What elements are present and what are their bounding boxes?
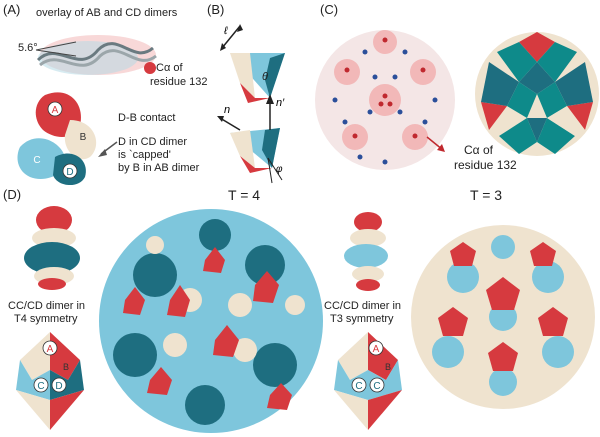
t3-chain-b: B bbox=[385, 362, 391, 372]
angle-line-1 bbox=[35, 41, 77, 51]
t4-chain-b: B bbox=[63, 362, 69, 372]
t4-cream-patches bbox=[146, 236, 305, 362]
overlay-ribbon-image bbox=[35, 35, 157, 75]
t4-chain-d: D bbox=[55, 381, 62, 392]
residue-label-c: residue 132 bbox=[454, 158, 517, 172]
calpha-atom bbox=[144, 62, 156, 74]
panel-label-d: (D) bbox=[3, 187, 22, 202]
t4-title: T = 4 bbox=[228, 187, 261, 203]
panel-label-c: (C) bbox=[320, 2, 339, 17]
ell-symbol: ℓ bbox=[223, 25, 228, 37]
t3-capsid-image bbox=[411, 225, 595, 409]
chain-c-label: C bbox=[33, 155, 40, 166]
chain-b-label: B bbox=[80, 132, 87, 143]
t4-dimer-schematic: A B C D bbox=[16, 332, 84, 430]
tri2-cream bbox=[230, 130, 255, 168]
chain-a-label: A bbox=[52, 105, 59, 116]
chain-c-surface bbox=[17, 138, 66, 179]
calpha-dots-red bbox=[344, 37, 426, 139]
contact-arrow-icon bbox=[98, 141, 118, 157]
n-symbol: n bbox=[224, 104, 230, 116]
t3-title: T = 3 bbox=[470, 187, 503, 203]
calpha-label-c: Cα of bbox=[464, 143, 493, 157]
angle-label: 5.6° bbox=[18, 42, 38, 54]
calpha-label-a: Cα of bbox=[156, 62, 183, 74]
chain-b-surface bbox=[64, 120, 97, 160]
t3-chain-c2: C bbox=[373, 381, 380, 392]
t4-capsid-image bbox=[99, 209, 323, 433]
t4-caption-line2: T4 symmetry bbox=[14, 313, 78, 325]
triangle-model-image: ℓ θ n n′ φ bbox=[217, 24, 285, 184]
db-contact-line3: by B in AB dimer bbox=[118, 162, 200, 174]
residue-label-a: residue 132 bbox=[150, 76, 208, 88]
db-contact-image: A B C D bbox=[17, 92, 97, 186]
chain-d-label: D bbox=[66, 167, 73, 178]
nprime-symbol: n′ bbox=[276, 97, 285, 109]
helix-ribbon-1 bbox=[36, 42, 154, 62]
tri2-teal bbox=[262, 128, 280, 168]
tri1-cream bbox=[230, 53, 255, 98]
panel-label-a: (A) bbox=[3, 2, 21, 17]
t3-chain-c1: C bbox=[355, 381, 362, 392]
t3-caption-line2: T3 symmetry bbox=[330, 313, 394, 325]
tri1-teal bbox=[265, 53, 285, 98]
db-contact-title: D-B contact bbox=[118, 112, 176, 124]
panel-label-b: (B) bbox=[207, 2, 225, 17]
t4-chain-c: C bbox=[37, 381, 44, 392]
phi-symbol: φ bbox=[276, 164, 283, 175]
tiled-capsid-tiles bbox=[481, 32, 593, 154]
overlay-title: overlay of AB and CD dimers bbox=[36, 7, 178, 19]
t4-red-pentamers bbox=[123, 247, 292, 410]
db-contact-line2: is `capped' bbox=[118, 149, 171, 161]
tri1-red bbox=[240, 83, 270, 103]
helix-ribbon-2 bbox=[39, 49, 157, 67]
t4-chain-a: A bbox=[47, 344, 54, 355]
t4-caption-line1: CC/CD dimer in bbox=[8, 300, 86, 312]
t3-red-pentamers bbox=[438, 242, 568, 371]
t4-teal-patches bbox=[113, 219, 297, 425]
tri2-red bbox=[240, 156, 272, 173]
capsid-models-image bbox=[315, 30, 599, 170]
db-contact-line1: D in CD dimer bbox=[118, 136, 188, 148]
angle-line-2 bbox=[35, 49, 77, 57]
t3-chain-a: A bbox=[373, 344, 380, 355]
theta-symbol: θ bbox=[262, 71, 268, 83]
calpha-dots-blue bbox=[332, 49, 438, 165]
t4-dimer-surface-image bbox=[24, 206, 80, 290]
t3-caption-line1: CC/CD dimer in bbox=[324, 300, 402, 312]
t3-dimer-schematic: A B C C bbox=[334, 332, 402, 430]
t3-dimer-surface-image bbox=[344, 212, 388, 291]
